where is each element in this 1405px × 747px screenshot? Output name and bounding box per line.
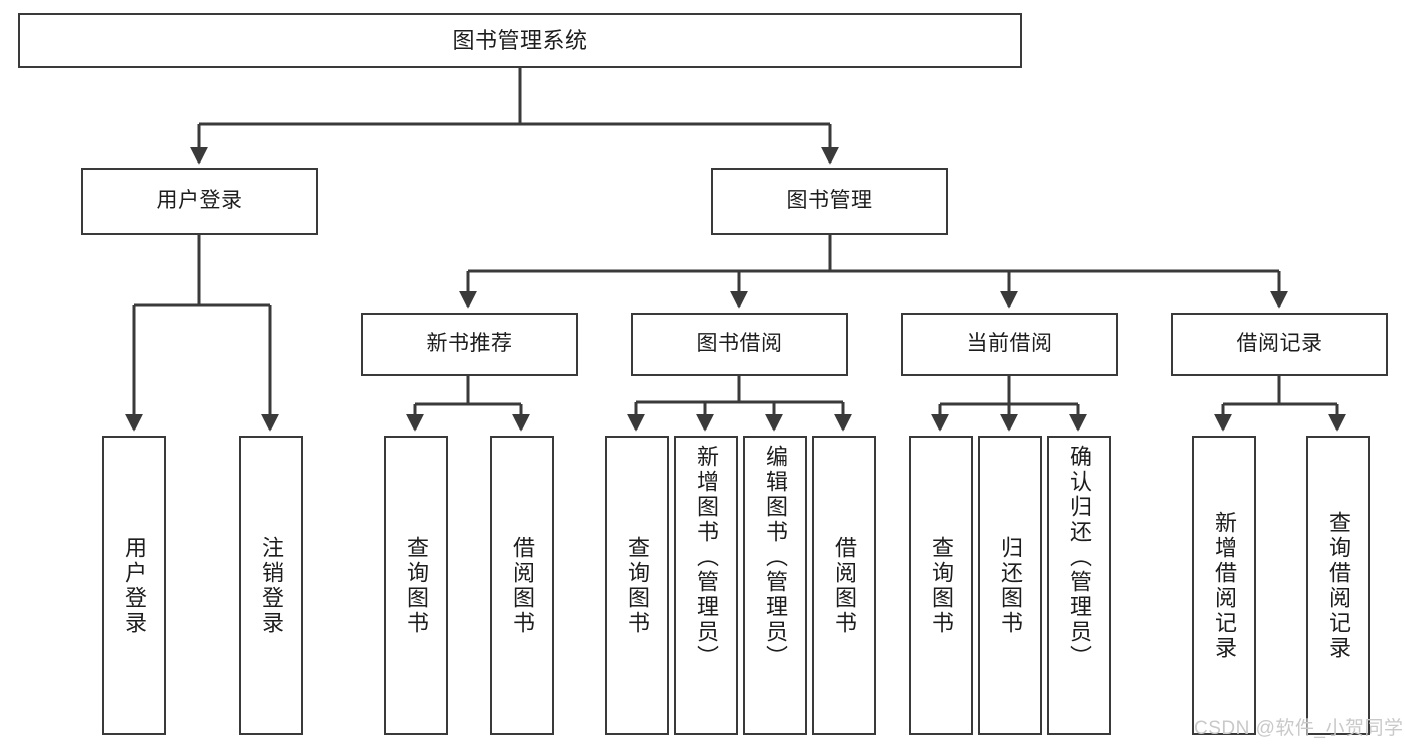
leaf-return-book[interactable]: 归还图书 (978, 436, 1042, 735)
node-label: 注销登录 (259, 535, 284, 636)
node-label: 查询图书 (929, 535, 954, 636)
leaf-edit-book-admin[interactable]: 编辑图书（管理员） (743, 436, 807, 735)
node-label: 图书管理 (786, 189, 873, 213)
node-label: 新增图书（管理员） (694, 445, 719, 670)
node-book-borrow[interactable]: 图书借阅 (631, 313, 848, 376)
leaf-user-login[interactable]: 用户登录 (102, 436, 166, 735)
node-label: 编辑图书（管理员） (763, 445, 788, 670)
node-label: 新增借阅记录 (1212, 510, 1237, 661)
node-label: 借阅图书 (510, 535, 535, 636)
node-label: 用户登录 (156, 189, 243, 213)
node-label: 新书推荐 (426, 332, 513, 356)
node-label: 查询图书 (404, 535, 429, 636)
node-label: 查询借阅记录 (1326, 510, 1351, 661)
leaf-confirm-return-admin[interactable]: 确认归还（管理员） (1047, 436, 1111, 735)
node-book-management[interactable]: 图书管理 (711, 168, 948, 235)
node-label: 图书管理系统 (452, 27, 588, 53)
node-label: 图书借阅 (696, 332, 783, 356)
leaf-query-book-borrow[interactable]: 查询图书 (605, 436, 669, 735)
node-current-borrow[interactable]: 当前借阅 (901, 313, 1118, 376)
csdn-watermark: CSDN @软件_小贺同学 (1194, 718, 1404, 739)
node-new-book-recommend[interactable]: 新书推荐 (361, 313, 578, 376)
leaf-add-book-admin[interactable]: 新增图书（管理员） (674, 436, 738, 735)
node-label: 用户登录 (122, 535, 147, 636)
leaf-query-book-current[interactable]: 查询图书 (909, 436, 973, 735)
node-borrow-record[interactable]: 借阅记录 (1171, 313, 1388, 376)
leaf-borrow-book[interactable]: 借阅图书 (812, 436, 876, 735)
leaf-add-borrow-record[interactable]: 新增借阅记录 (1192, 436, 1256, 735)
leaf-query-borrow-record[interactable]: 查询借阅记录 (1306, 436, 1370, 735)
node-label: 借阅图书 (832, 535, 857, 636)
leaf-borrow-book-recommend[interactable]: 借阅图书 (490, 436, 554, 735)
leaf-logout[interactable]: 注销登录 (239, 436, 303, 735)
node-label: 借阅记录 (1236, 332, 1323, 356)
leaf-query-book-recommend[interactable]: 查询图书 (384, 436, 448, 735)
node-root-book-management-system[interactable]: 图书管理系统 (18, 13, 1022, 68)
node-user-login[interactable]: 用户登录 (81, 168, 318, 235)
node-label: 归还图书 (998, 535, 1023, 636)
node-label: 查询图书 (625, 535, 650, 636)
node-label: 当前借阅 (966, 332, 1053, 356)
node-label: 确认归还（管理员） (1067, 445, 1092, 670)
